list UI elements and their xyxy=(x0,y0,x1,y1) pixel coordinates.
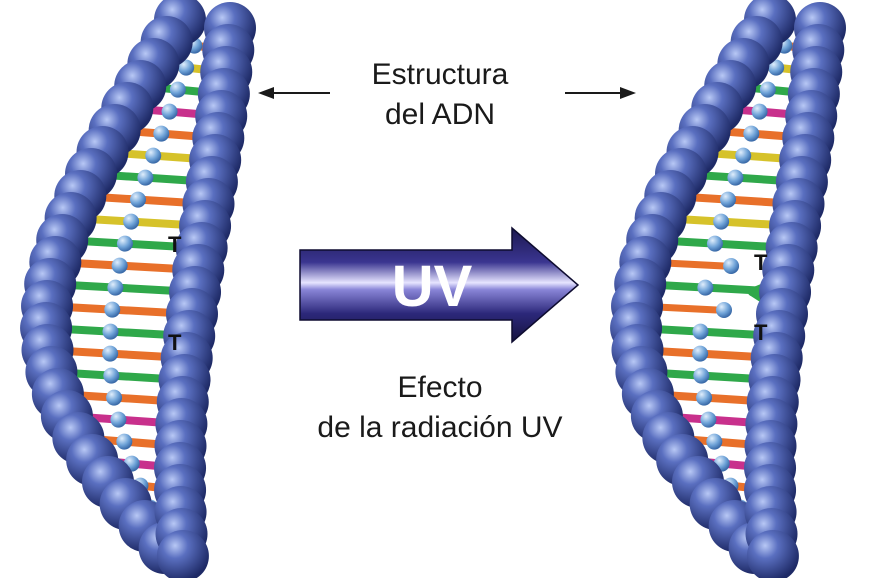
base-node xyxy=(116,235,133,252)
base-node xyxy=(107,279,124,296)
base-node xyxy=(178,59,195,76)
base-node xyxy=(700,411,717,428)
base-node xyxy=(111,257,128,274)
caption-bottom-line1: Efecto xyxy=(397,371,483,404)
base-node xyxy=(696,389,713,406)
base-node xyxy=(161,103,178,120)
base-node xyxy=(145,147,162,164)
backbone-strand-a xyxy=(20,0,206,574)
thymine-label-left-2: T xyxy=(168,330,182,355)
base-node xyxy=(153,125,170,142)
base-node xyxy=(137,169,154,186)
thymine-label-right-1: T xyxy=(754,250,768,275)
base-node xyxy=(169,81,186,98)
thymine-label-right-2: T xyxy=(754,320,768,345)
backbone-sphere xyxy=(746,530,799,578)
base-node xyxy=(751,103,768,120)
base-node xyxy=(123,213,140,230)
base-node xyxy=(102,323,119,340)
caption-top-line2: del ADN xyxy=(384,98,496,131)
base-node xyxy=(129,191,146,208)
base-node xyxy=(106,389,123,406)
base-node xyxy=(768,59,785,76)
base-node xyxy=(727,169,744,186)
base-node xyxy=(716,302,733,318)
caption-top-line1: Estructura xyxy=(371,58,509,91)
base-node xyxy=(697,279,714,296)
base-node xyxy=(692,345,709,362)
base-node xyxy=(693,367,710,384)
thymine-label-left-1: T xyxy=(168,232,182,257)
base-node xyxy=(719,191,736,208)
dna-helix-right xyxy=(610,0,846,578)
base-node xyxy=(706,235,723,252)
base-node xyxy=(759,81,776,98)
base-node xyxy=(116,433,133,450)
backbone-strand-b xyxy=(154,2,256,578)
caption-bottom-line2: de la radiación UV xyxy=(317,411,563,444)
uv-arrow-label: UV xyxy=(392,254,473,319)
dna-structure-caption: Estructura del ADN xyxy=(340,55,540,135)
uv-effect-caption: Efecto de la radiación UV xyxy=(270,368,610,448)
dna-helix-left xyxy=(20,0,256,578)
backbone-strand-b xyxy=(744,2,846,578)
base-node xyxy=(104,301,121,318)
base-node xyxy=(713,213,730,230)
base-node xyxy=(706,433,723,450)
arrow-left-icon xyxy=(258,87,330,99)
base-node xyxy=(735,147,752,164)
base-node xyxy=(692,323,709,340)
uv-arrow: UV xyxy=(299,226,580,344)
backbone-sphere xyxy=(156,530,209,578)
base-node xyxy=(103,367,120,384)
base-node xyxy=(110,411,127,428)
base-node xyxy=(102,345,119,362)
base-node xyxy=(723,258,740,274)
arrow-right-icon xyxy=(565,87,636,99)
backbone-strand-a xyxy=(610,0,796,574)
base-node xyxy=(743,125,760,142)
